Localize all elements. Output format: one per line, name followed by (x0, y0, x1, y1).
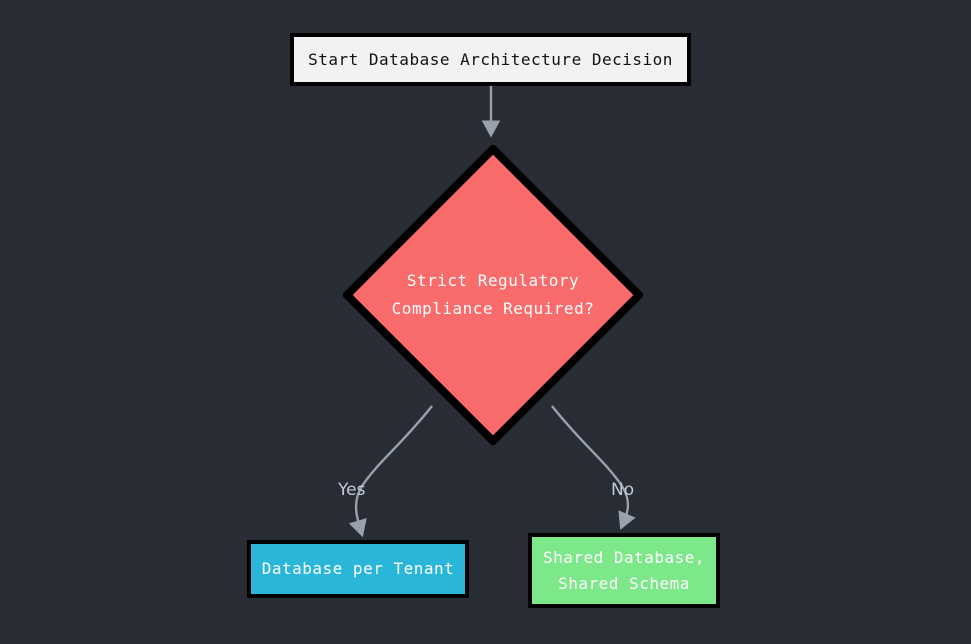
diamond-shape (343, 145, 643, 445)
edge-decision-to-shared-schema (551, 405, 636, 530)
edge-label-no: No (611, 480, 635, 500)
node-start[interactable]: Start Database Architecture Decision (290, 33, 691, 86)
edge-label-yes: Yes (338, 480, 366, 500)
edge-decision-to-db-per-tenant (348, 405, 433, 538)
node-decision-compliance[interactable]: Strict Regulatory Compliance Required? (343, 145, 643, 445)
node-database-per-tenant[interactable]: Database per Tenant (247, 540, 469, 598)
node-shared-database-shared-schema[interactable]: Shared Database, Shared Schema (528, 533, 720, 608)
